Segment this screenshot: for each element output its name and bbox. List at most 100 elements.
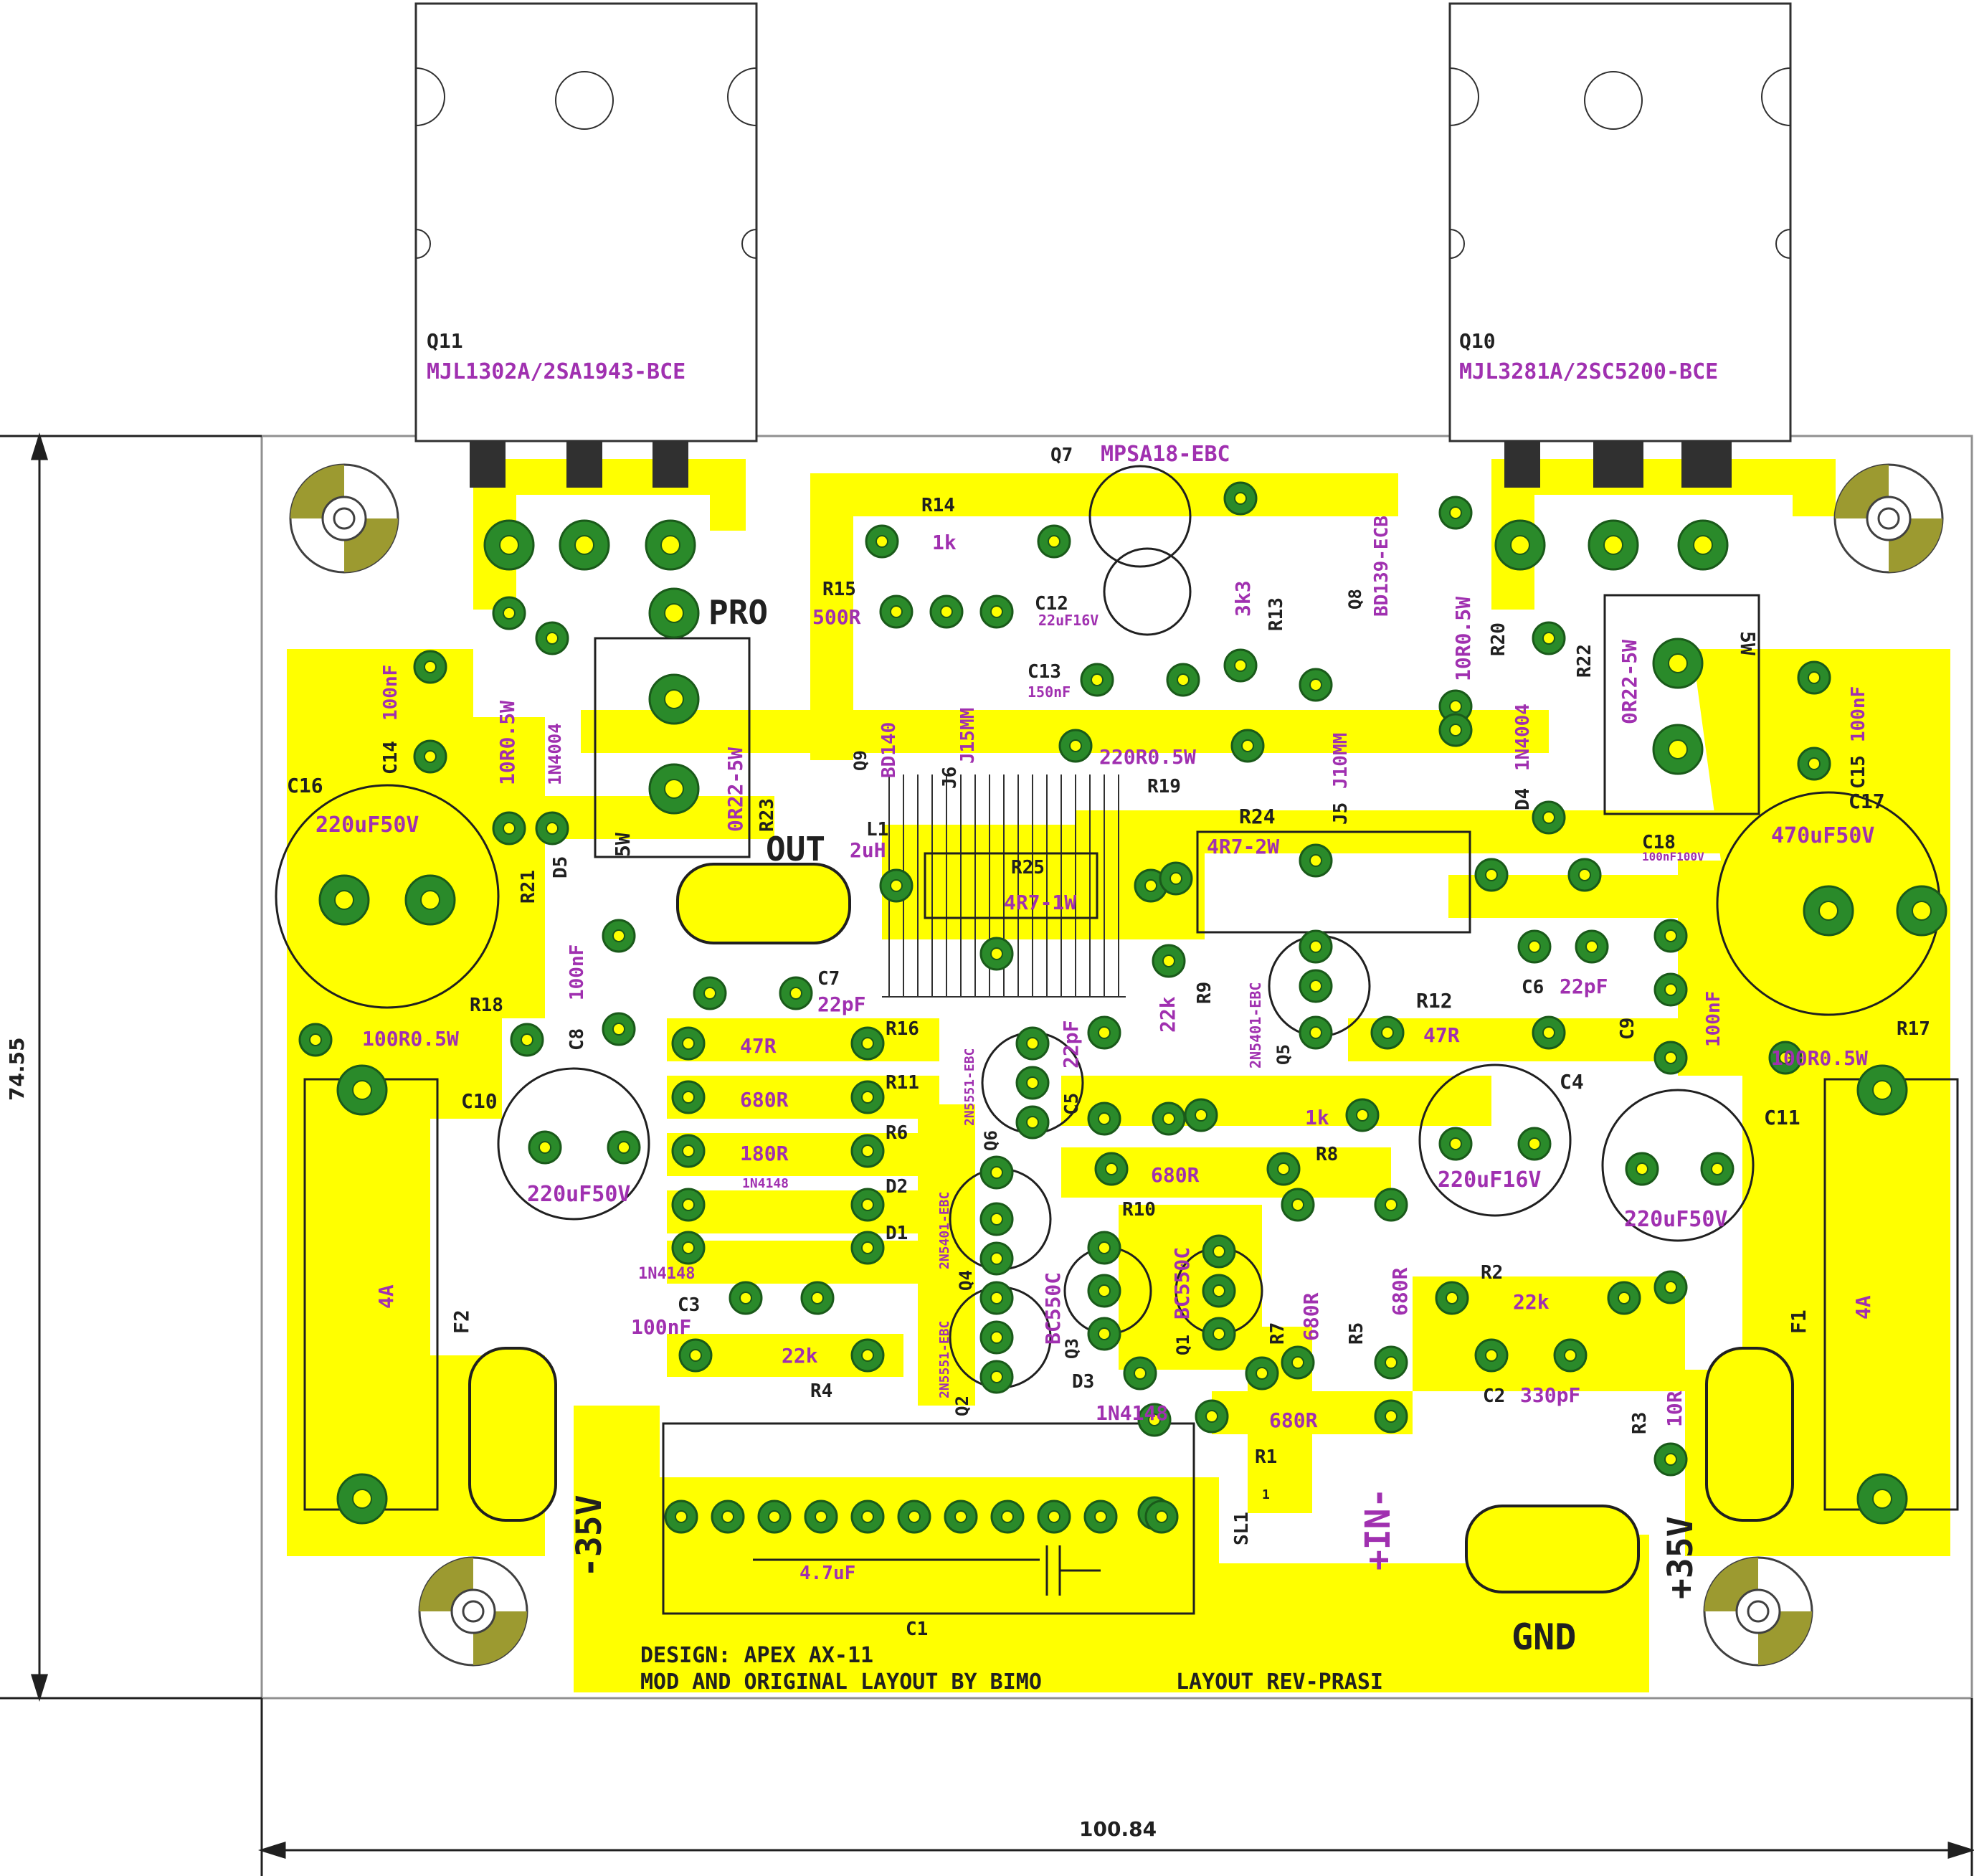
r11-ref: R11 xyxy=(886,1072,919,1094)
pad-hole xyxy=(1818,901,1838,921)
pad-hole xyxy=(1636,1162,1648,1175)
q8-ref: Q8 xyxy=(1345,589,1365,610)
pad-hole xyxy=(1177,673,1190,686)
r7-value: 680R xyxy=(1299,1292,1323,1341)
r18-ref: R18 xyxy=(470,995,503,1016)
pad-hole xyxy=(682,1241,695,1254)
pad-hole xyxy=(811,1292,824,1304)
r25-ref: R25 xyxy=(1011,857,1045,878)
c11-value: 220uF50V xyxy=(1624,1207,1728,1232)
q9-value: BD140 xyxy=(878,722,900,778)
pad-hole xyxy=(538,1141,551,1154)
c3-ref: C3 xyxy=(678,1294,700,1316)
c8-value: 100nF xyxy=(566,944,588,1000)
r24-value: 4R7-2W xyxy=(1207,835,1279,858)
pad-hole xyxy=(1578,868,1591,881)
r2-ref: R2 xyxy=(1481,1262,1503,1284)
d5-value: 1N4004 xyxy=(545,723,565,785)
r15-value: 500R xyxy=(812,605,861,629)
d1-ref: D1 xyxy=(886,1223,908,1244)
pad-hole xyxy=(861,1145,874,1157)
r4-value: 22k xyxy=(782,1344,818,1368)
c16-ref: C16 xyxy=(287,774,323,797)
c11-ref: C11 xyxy=(1764,1106,1800,1129)
pad-hole xyxy=(1098,1112,1111,1125)
copper-signal-left xyxy=(667,1018,939,1061)
pad-hole xyxy=(1693,535,1713,555)
mount-hole-top-right xyxy=(1833,463,1944,574)
pad-hole xyxy=(1234,659,1247,672)
pad-hole xyxy=(1808,671,1821,684)
pad-hole xyxy=(499,535,519,555)
out-label: OUT xyxy=(766,830,825,868)
pad-hole xyxy=(1105,1162,1118,1175)
pad-hole xyxy=(703,987,716,1000)
r7-ref: R7 xyxy=(1267,1322,1289,1345)
pad-hole xyxy=(890,605,903,618)
j6-value: J15MM xyxy=(957,708,979,764)
pad-hole xyxy=(1668,739,1688,759)
c4-outline xyxy=(1418,1063,1572,1217)
pad-hole xyxy=(861,1091,874,1104)
r10-value: 680R xyxy=(1151,1163,1200,1187)
c4-ref: C4 xyxy=(1560,1070,1584,1094)
r3-value: 10R xyxy=(1663,1391,1686,1427)
pad-hole xyxy=(1385,1198,1398,1211)
r15-ref: R15 xyxy=(822,579,856,600)
sl1-pin1: 1 xyxy=(1262,1487,1270,1502)
pad-hole xyxy=(1585,940,1598,953)
q3-value: BC550C xyxy=(1041,1272,1065,1345)
pad-hole xyxy=(890,879,903,892)
pad-hole xyxy=(352,1489,372,1509)
pad-hole xyxy=(1162,1112,1175,1125)
c16-outline xyxy=(275,784,500,1009)
r8-value: 1k xyxy=(1305,1106,1329,1129)
copper-signal-left3 xyxy=(667,1133,939,1176)
in-label: +IN- xyxy=(1358,1487,1398,1571)
pad-hole xyxy=(1144,879,1157,892)
pad-hole xyxy=(1069,739,1082,752)
pad-hole xyxy=(876,535,888,548)
r24-body xyxy=(1196,830,1471,934)
r13-ref: R13 xyxy=(1266,597,1287,631)
pad-hole xyxy=(1098,1241,1111,1254)
c6-value: 22pF xyxy=(1560,975,1608,998)
q4-value: 2N5401-EBC xyxy=(937,1192,952,1269)
d3-value: 1N4148 xyxy=(1096,1401,1168,1425)
q5-value: 2N5401-EBC xyxy=(1247,982,1264,1069)
pad-hole xyxy=(1001,1510,1014,1523)
pad-hole xyxy=(1309,1026,1322,1039)
power-pads xyxy=(468,863,1794,1593)
c2-value: 330pF xyxy=(1520,1383,1580,1407)
pad-hole xyxy=(334,890,354,910)
pad-hole xyxy=(1291,1198,1304,1211)
c15-ref: C15 xyxy=(1848,755,1869,789)
j6-ref: J6 xyxy=(939,767,961,789)
pad-hole xyxy=(1356,1109,1369,1122)
pad-hole xyxy=(1664,983,1677,996)
q7-outline xyxy=(1088,465,1192,568)
pad-hole xyxy=(309,1033,322,1046)
copper-input-right3 xyxy=(1119,1205,1262,1370)
pad-hole xyxy=(1098,1327,1111,1340)
pad-hole xyxy=(1134,1367,1147,1380)
pad-hole xyxy=(1277,1162,1290,1175)
pad-hole xyxy=(1664,1453,1677,1466)
pad-hole xyxy=(861,1349,874,1362)
j5-value: J10MM xyxy=(1330,733,1352,789)
l1-ref: L1 xyxy=(866,819,888,840)
pad-hole xyxy=(1528,940,1541,953)
pad-hole xyxy=(1664,1281,1677,1294)
f2-value: 4A xyxy=(374,1284,398,1309)
pad-hole xyxy=(1098,1284,1111,1297)
pad-hole xyxy=(424,660,437,673)
footer-mod: MOD AND ORIGINAL LAYOUT BY BIMO xyxy=(640,1669,1042,1695)
pad-hole xyxy=(861,1241,874,1254)
pad-hole xyxy=(990,1166,1003,1179)
pad-hole xyxy=(1098,1026,1111,1039)
copper-signal-left5 xyxy=(667,1241,939,1284)
q8-value: BD139-ECB xyxy=(1371,516,1392,617)
r16-value: 47R xyxy=(740,1034,777,1058)
c5-value: 22pF xyxy=(1059,1020,1083,1069)
pad-hole xyxy=(682,1037,695,1050)
